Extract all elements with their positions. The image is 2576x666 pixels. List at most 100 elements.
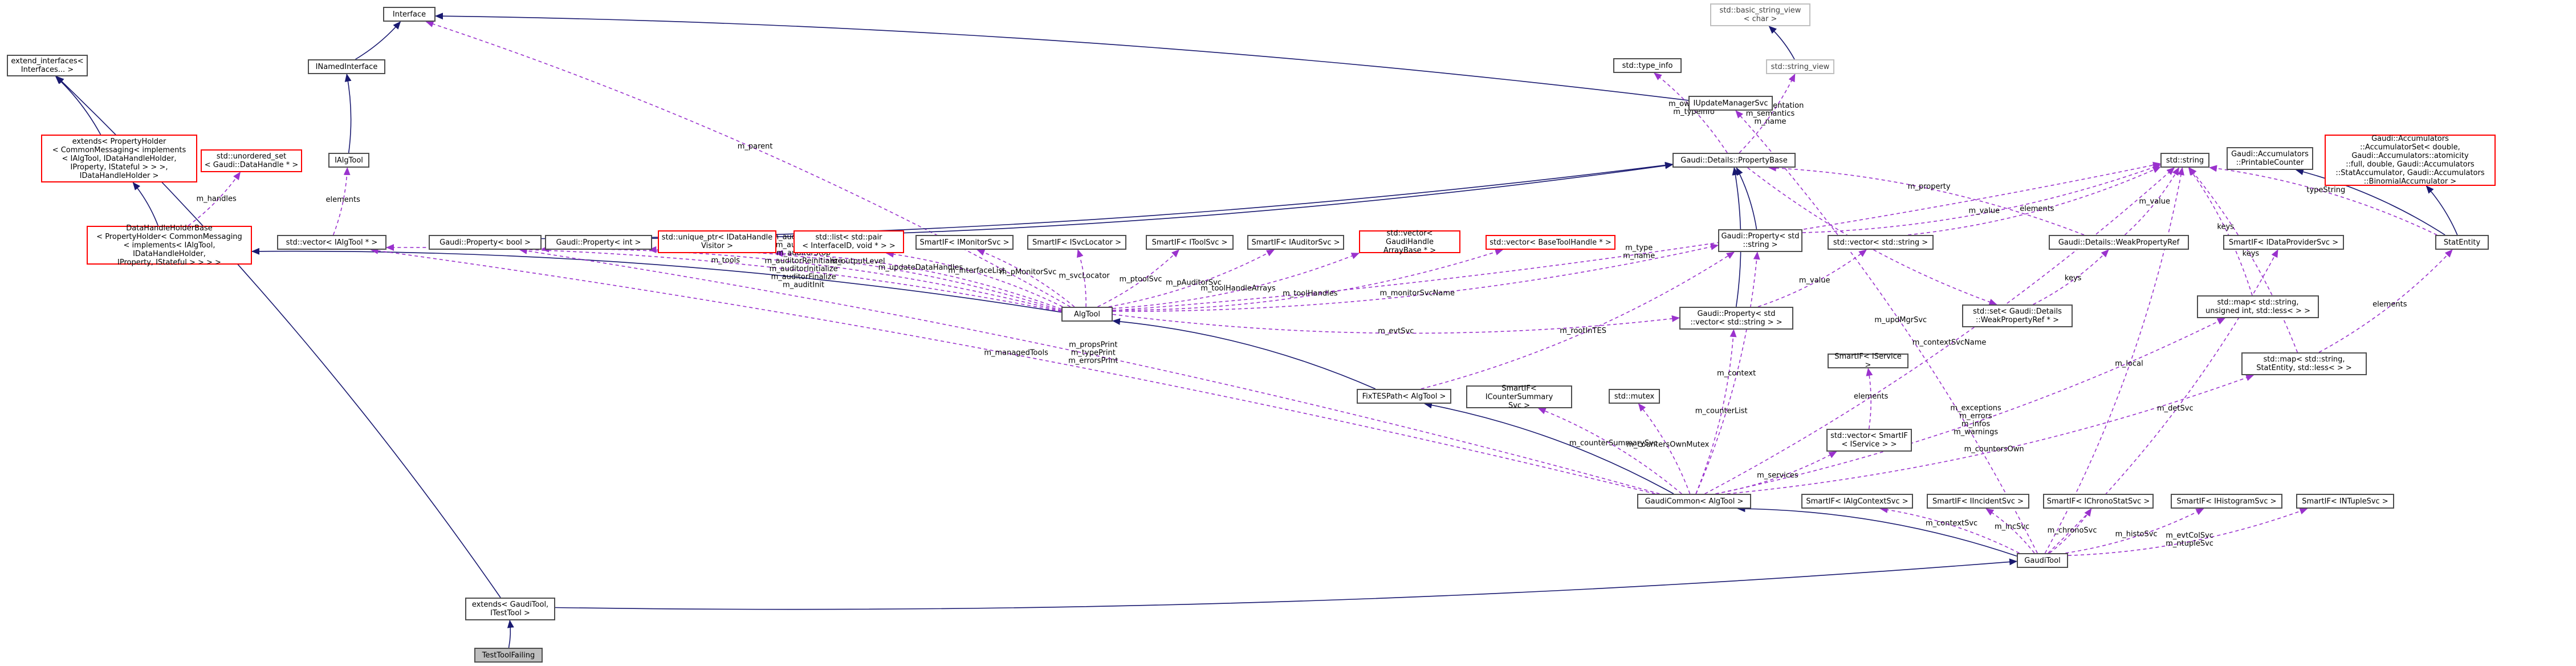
edge-label: keys xyxy=(2065,274,2082,282)
class-node-string-view[interactable]: std::string_view xyxy=(1766,59,1834,74)
class-node-std-mutex[interactable]: std::mutex xyxy=(1609,389,1660,404)
class-node-smartif-ihistogramsvc[interactable]: SmartIF< IHistogramSvc > xyxy=(2171,494,2282,509)
class-node-inamedinterface[interactable]: INamedInterface xyxy=(308,59,385,74)
usage-edge-gaudicommon-to-map-string-statentity xyxy=(1727,374,2254,494)
usage-edge-gaudicommon-to-vector-ialgtool xyxy=(370,247,1655,494)
class-node-unique-ptr[interactable]: std::unique_ptr< IDataHandle Visitor > xyxy=(658,230,776,253)
class-node-printablecounter[interactable]: Gaudi::Accumulators ::PrintableCounter xyxy=(2227,147,2313,170)
class-node-vector-ialgtool[interactable]: std::vector< IAlgTool * > xyxy=(277,235,386,250)
usage-edge-gaudicommon-to-property-string-vector xyxy=(1695,251,1760,494)
class-node-smartif-iauditorsvc[interactable]: SmartIF< IAuditorSvc > xyxy=(1247,235,1344,250)
edge-label: m_pMonitorSvc xyxy=(1000,268,1057,277)
class-node-smartif-imonitorsvc[interactable]: SmartIF< IMonitorSvc > xyxy=(915,235,1014,250)
class-node-vector-string[interactable]: std::vector< std::string > xyxy=(1828,235,1934,250)
class-node-extend-interfaces[interactable]: extend_interfaces< Interfaces... > xyxy=(7,55,88,76)
usage-edge-vector-ialgtool-to-ialgtool xyxy=(332,167,351,235)
class-node-ialgtool[interactable]: IAlgTool xyxy=(328,153,369,168)
usage-edge-weakpropertyref-to-std-string xyxy=(2124,167,2180,235)
class-node-propertybase[interactable]: Gaudi::Details::PropertyBase xyxy=(1672,153,1796,168)
usage-edge-gaudicommon-to-std-mutex xyxy=(1638,403,1691,494)
class-node-vector-gaudihandle[interactable]: std::vector< GaudiHandle ArrayBase * > xyxy=(1359,229,1460,255)
class-node-gauditool[interactable]: GaudiTool xyxy=(2017,553,2068,568)
edge-label: m_contextSvc xyxy=(1926,519,1977,527)
usage-edge-map-string-uint-to-std-string xyxy=(2188,167,2253,296)
inheritance-edge-iupdatemanagersvc-to-interface xyxy=(435,13,1689,101)
class-node-smartif-ichronostatsvc[interactable]: SmartIF< IChronoStatSvc > xyxy=(2043,494,2154,509)
class-node-interface[interactable]: Interface xyxy=(383,7,436,22)
class-node-fixtespath[interactable]: FixTESPath< AlgTool > xyxy=(1357,389,1451,404)
edge-label: elements xyxy=(2020,205,2054,213)
class-node-smartif-intuplesvc[interactable]: SmartIF< INTupleSvc > xyxy=(2296,494,2394,509)
class-node-statacc[interactable]: Gaudi::Accumulators ::AccumulatorSet< do… xyxy=(2325,135,2496,186)
inheritance-edge-statentity-to-printablecounter xyxy=(2295,168,2445,235)
class-node-algtool[interactable]: AlgTool xyxy=(1061,307,1113,322)
class-node-set-weakpropertyref[interactable]: std::set< Gaudi::Details ::WeakPropertyR… xyxy=(1962,304,2073,327)
edge-label: m_svcLocator xyxy=(1059,271,1110,280)
usage-edge-gaudicommon-to-vector-smartif-iservice xyxy=(1715,451,1837,494)
usage-edge-algtool-to-interface xyxy=(425,21,1071,307)
class-node-smartif-iservice[interactable]: SmartIF< IService > xyxy=(1828,352,1908,369)
edge-label: m_updMgrSvc xyxy=(1874,316,1927,324)
edge-label: m_toolHandleArrays xyxy=(1200,285,1276,293)
usage-edge-algtool-to-vector-basetoolhandle xyxy=(1112,249,1504,311)
edge-label: m_property xyxy=(1908,182,1951,191)
class-node-weakpropertyref[interactable]: Gaudi::Details::WeakPropertyRef xyxy=(2049,235,2189,250)
class-node-testtoolfailing[interactable]: TestToolFailing xyxy=(474,648,543,663)
edge-label: m_detSvc xyxy=(2157,404,2194,413)
usage-edge-vector-string-to-std-string xyxy=(1908,166,2161,235)
class-node-vector-smartif-iservice[interactable]: std::vector< SmartIF < IService > > xyxy=(1826,429,1912,452)
usage-edge-map-string-statentity-to-std-string xyxy=(2188,167,2298,353)
usage-edge-gauditool-to-smartif-intuplesvc xyxy=(2068,507,2308,556)
usage-edge-propertybase-to-std-type-info xyxy=(1654,72,1728,153)
class-node-property-int[interactable]: Gaudi::Property< int > xyxy=(545,235,652,250)
edge-label: m_interfaceList xyxy=(948,267,1005,275)
usage-edge-gauditool-to-iupdatemanagersvc xyxy=(1735,110,2038,554)
edge-label: typeString xyxy=(2306,186,2345,194)
class-node-datahandleholderbase[interactable]: DataHandleHolderBase < PropertyHolder< C… xyxy=(87,224,252,267)
class-node-property-vector-string[interactable]: Gaudi::Property< std ::vector< std::stri… xyxy=(1679,307,1793,330)
usage-edge-gauditool-to-smartif-ihistogramsvc xyxy=(2065,508,2204,554)
usage-edge-algtool-to-unique-ptr xyxy=(775,250,1062,310)
class-node-iupdatemanagersvc[interactable]: IUpdateManagerSvc xyxy=(1688,96,1773,111)
class-node-smartif-iincidentsvc[interactable]: SmartIF< IIncidentSvc > xyxy=(1927,494,2029,509)
edge-label: m_countersOwn xyxy=(1964,445,2024,453)
class-node-property-string-vector[interactable]: Gaudi::Property< std ::string > xyxy=(1718,229,1802,252)
usage-edge-vector-smartif-iservice-to-smartif-iservice xyxy=(1866,368,1873,429)
edge-label: m_tools xyxy=(711,257,740,265)
usage-edge-gaudicommon-to-smartif-icountersummary xyxy=(1537,408,1682,494)
usage-edge-algtool-to-smartif-itoolsvc xyxy=(1097,249,1180,307)
class-node-map-string-statentity[interactable]: std::map< std::string, StatEntity, std::… xyxy=(2241,352,2367,375)
class-node-std-type-info[interactable]: std::type_info xyxy=(1613,58,1682,73)
inheritance-edge-gaudicommon-to-fixtespath xyxy=(1424,401,1674,494)
class-node-smartif-itoolsvc[interactable]: SmartIF< IToolSvc > xyxy=(1146,235,1234,250)
inheritance-edge-gauditool-to-gaudicommon xyxy=(1737,505,2017,557)
class-node-smartif-isvclocator[interactable]: SmartIF< ISvcLocator > xyxy=(1027,235,1126,250)
class-node-smartif-icountersummary[interactable]: SmartIF< ICounterSummary Svc > xyxy=(1466,384,1572,410)
edge-label: m_services xyxy=(1757,472,1798,480)
class-node-smartif-ialgcontextsvc[interactable]: SmartIF< IAlgContextSvc > xyxy=(1801,494,1913,509)
usage-edge-gaudicommon-to-std-string xyxy=(1704,167,2175,494)
usage-edge-map-string-statentity-to-statentity xyxy=(2318,249,2453,353)
class-node-statentity[interactable]: StatEntity xyxy=(2435,235,2489,250)
inheritance-edge-extends-gauditool-to-gauditool xyxy=(555,558,2017,610)
usage-edge-weakpropertyref-to-propertybase xyxy=(1768,164,2085,235)
class-node-property-bool[interactable]: Gaudi::Property< bool > xyxy=(429,235,542,250)
class-node-list-pair[interactable]: std::list< std::pair < InterfaceID, void… xyxy=(793,230,904,253)
class-node-smartif-idataprovidersvc[interactable]: SmartIF< IDataProviderSvc > xyxy=(2223,235,2344,250)
usage-edge-algtool-to-vector-gaudihandle xyxy=(1112,253,1360,309)
class-node-extends-gauditool[interactable]: extends< GaudiTool, ITestTool > xyxy=(465,598,555,620)
edge-label: m_histoSvc xyxy=(2115,530,2158,539)
edge-label: m_parent xyxy=(738,143,773,151)
class-node-std-string[interactable]: std::string xyxy=(2160,153,2209,168)
class-node-unordered-set[interactable]: std::unordered_set < Gaudi::DataHandle *… xyxy=(201,149,302,172)
inheritance-edge-datahandleholderbase-to-extends-propertyholder xyxy=(132,182,159,226)
class-node-basic-string-view[interactable]: std::basic_string_view < char > xyxy=(1710,3,1810,26)
class-node-gaudicommon[interactable]: GaudiCommon< AlgTool > xyxy=(1637,494,1751,509)
usage-edge-gauditool-to-smartif-ichronostatsvc xyxy=(2049,508,2092,554)
class-node-map-string-uint[interactable]: std::map< std::string, unsigned int, std… xyxy=(2197,295,2319,318)
edge-label: m_value xyxy=(1799,277,1830,285)
class-node-vector-basetoolhandle[interactable]: std::vector< BaseToolHandle * > xyxy=(1486,235,1615,250)
class-node-extends-propertyholder[interactable]: extends< PropertyHolder < CommonMessagin… xyxy=(41,135,197,182)
